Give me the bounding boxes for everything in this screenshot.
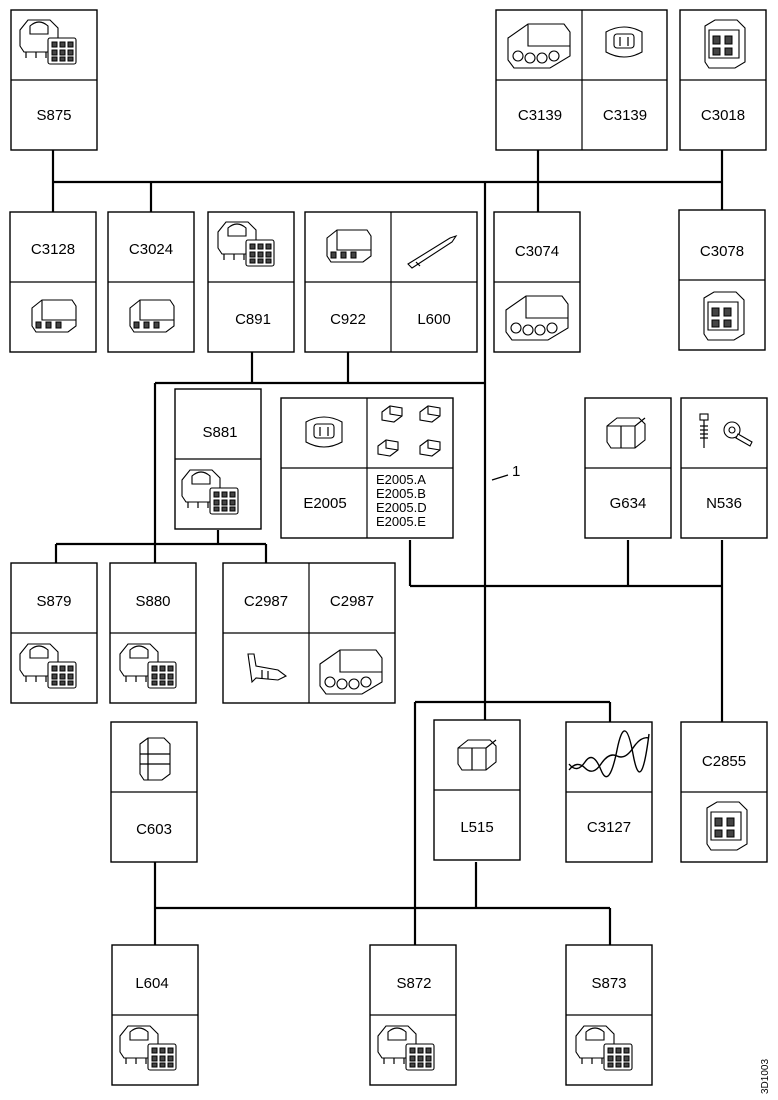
connector-c891[interactable]: C891 <box>207 211 295 353</box>
connector-label: C3139 <box>603 107 647 124</box>
connector-label: C3078 <box>700 243 744 260</box>
block-housing-icon <box>606 417 646 449</box>
oval-housing-icon <box>605 26 643 58</box>
connector-l515[interactable]: L515 <box>433 719 521 861</box>
connector-housing-icon <box>129 299 175 333</box>
connector-label: L604 <box>135 975 168 992</box>
connector-c3139-pair[interactable]: C3139 C3139 <box>495 9 668 151</box>
connector-label: C2855 <box>702 753 746 770</box>
connector-label: C3024 <box>129 241 173 258</box>
connector-housing-icon <box>326 229 372 263</box>
connector-c603[interactable]: C603 <box>110 721 198 863</box>
tall-housing-icon <box>704 19 746 69</box>
connector-label: L600 <box>417 311 450 328</box>
figure-code: 3D1003 <box>760 1059 771 1094</box>
connector-label: S872 <box>396 975 431 992</box>
connector-s873[interactable]: S873 <box>565 944 653 1086</box>
callout-number: 1 <box>512 463 520 480</box>
connector-c3127[interactable]: C3127 <box>565 721 653 863</box>
connector-c3024[interactable]: C3024 <box>107 211 195 353</box>
connector-label: S880 <box>135 593 170 610</box>
connector-label: G634 <box>610 495 647 512</box>
oval-housing-icon <box>305 416 343 448</box>
connector-s875[interactable]: S875 <box>10 9 98 151</box>
connector-label: C3128 <box>31 241 75 258</box>
connector-label: C2987 <box>330 593 374 610</box>
connector-s880[interactable]: S880 <box>109 562 197 704</box>
connector-label: E2005.A <box>376 472 426 487</box>
connector-n536[interactable]: N536 <box>680 397 768 539</box>
connector-s881[interactable]: S881 <box>174 388 262 530</box>
connector-label: C3074 <box>515 243 559 260</box>
connector-label: S881 <box>202 424 237 441</box>
connector-label: C3139 <box>518 107 562 124</box>
connector-label: L515 <box>460 819 493 836</box>
connector-label: C922 <box>330 311 366 328</box>
tall-housing-icon <box>706 801 748 851</box>
connector-e2005[interactable]: E2005 E2005.A E2005.B E2005.D E2005.E <box>280 397 454 539</box>
connector-label: E2005.E <box>376 514 426 529</box>
connector-c3018[interactable]: C3018 <box>679 9 767 151</box>
connector-label: S873 <box>591 975 626 992</box>
connector-c3074[interactable]: C3074 <box>493 211 581 353</box>
connector-label: C3127 <box>587 819 631 836</box>
connector-g634[interactable]: G634 <box>584 397 672 539</box>
stacked-housing-icon <box>139 737 171 781</box>
connector-l604[interactable]: L604 <box>111 944 199 1086</box>
connector-s872[interactable]: S872 <box>369 944 457 1086</box>
connector-label: N536 <box>706 495 742 512</box>
tall-housing-icon <box>703 291 745 341</box>
connector-label: E2005.B <box>376 486 426 501</box>
connector-c3078[interactable]: C3078 <box>678 209 766 351</box>
connector-label: C2987 <box>244 593 288 610</box>
connector-c2855[interactable]: C2855 <box>680 721 768 863</box>
connector-label: S879 <box>36 593 71 610</box>
connector-housing-icon <box>31 299 77 333</box>
connector-label: E2005.D <box>376 500 427 515</box>
connector-label: S875 <box>36 107 71 124</box>
connector-c3128[interactable]: C3128 <box>9 211 97 353</box>
wire-harness <box>51 150 724 945</box>
connector-s879[interactable]: S879 <box>10 562 98 704</box>
connector-c2987-pair[interactable]: C2987 C2987 <box>222 562 396 704</box>
connector-label: C891 <box>235 311 271 328</box>
connector-label: C603 <box>136 821 172 838</box>
connector-c922-l600[interactable]: C922 L600 <box>304 211 478 353</box>
block-housing-icon <box>457 739 497 771</box>
connector-label: C3018 <box>701 107 745 124</box>
connector-label: E2005 <box>303 495 346 512</box>
